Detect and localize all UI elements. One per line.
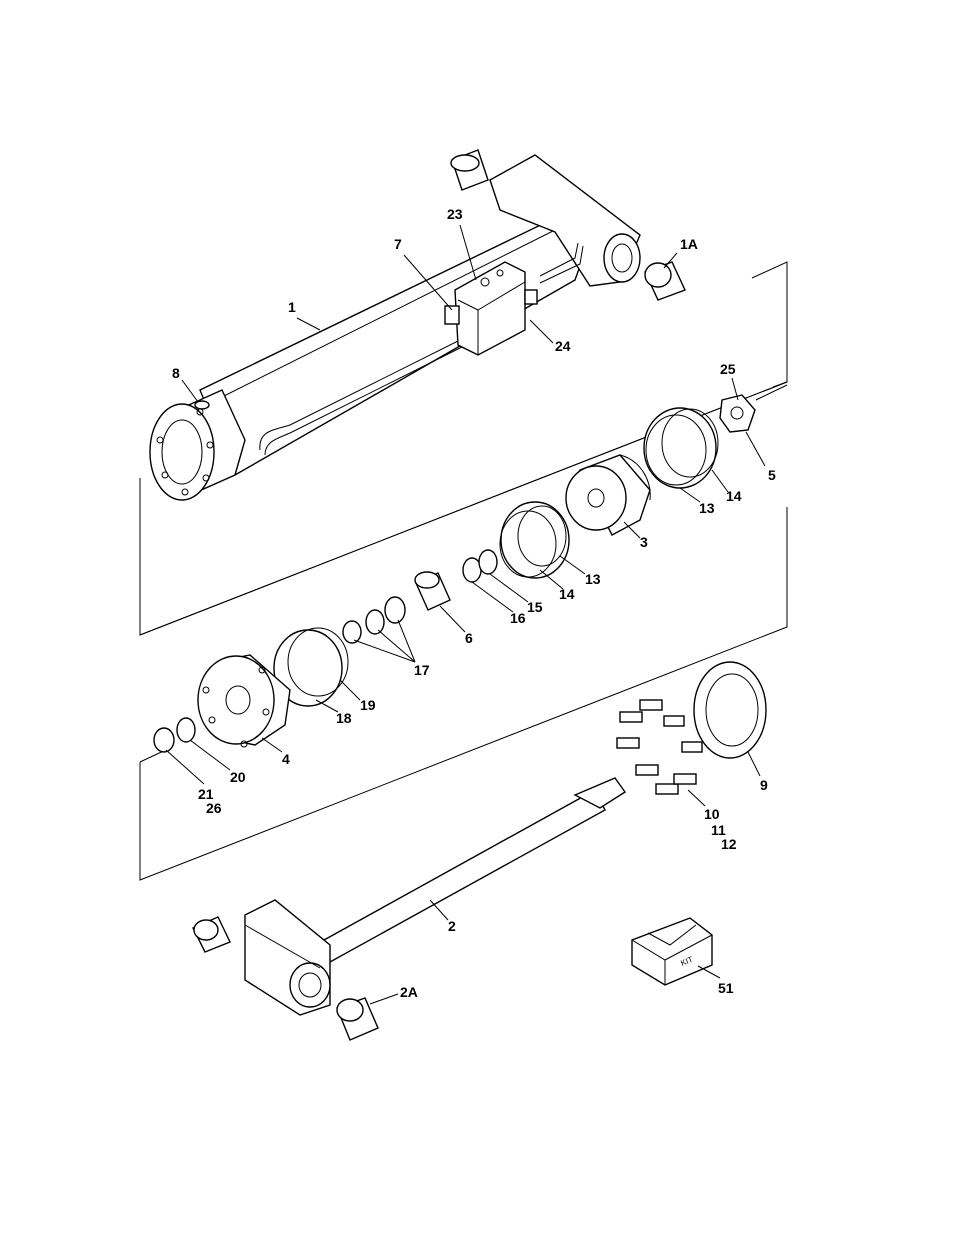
callout-9: 9 <box>760 777 768 793</box>
callout-24: 24 <box>555 338 571 354</box>
part-2-piston-rod <box>245 778 625 1015</box>
callout-5: 5 <box>768 467 776 483</box>
callout-2a: 2A <box>400 984 418 1000</box>
callout-23: 23 <box>447 206 463 222</box>
part-17-wear-rings <box>343 597 405 643</box>
part-3-piston <box>566 455 650 535</box>
callout-16: 16 <box>510 610 526 626</box>
part-13-14-rings-left <box>500 502 569 578</box>
callout-19: 19 <box>360 697 376 713</box>
callout-15: 15 <box>527 599 543 615</box>
callout-25: 25 <box>720 361 736 377</box>
callout-12: 12 <box>721 836 737 852</box>
callout-4: 4 <box>282 751 290 767</box>
part-13-14-rings-right <box>644 408 718 488</box>
callout-18: 18 <box>336 710 352 726</box>
callout-51: 51 <box>718 980 734 996</box>
callout-14b: 14 <box>559 586 575 602</box>
callout-2: 2 <box>448 918 456 934</box>
callout-13a: 13 <box>699 500 715 516</box>
part-5-25-nut <box>720 395 755 432</box>
part-20-21-seals <box>154 718 195 752</box>
part-1-cylinder-barrel <box>150 155 640 500</box>
callout-13b: 13 <box>585 571 601 587</box>
callout-7: 7 <box>394 236 402 252</box>
callout-6: 6 <box>465 630 473 646</box>
callout-14a: 14 <box>726 488 742 504</box>
callout-10: 10 <box>704 806 720 822</box>
callout-3: 3 <box>640 534 648 550</box>
part-10-bolts <box>617 700 702 794</box>
part-51-kit-box: KIT <box>632 918 712 985</box>
part-7-fitting <box>445 306 459 324</box>
part-9-gasket <box>694 662 766 758</box>
callout-1: 1 <box>288 299 296 315</box>
callout-26: 26 <box>206 800 222 816</box>
callout-1a: 1A <box>680 236 698 252</box>
callout-20: 20 <box>230 769 246 785</box>
callout-8: 8 <box>172 365 180 381</box>
part-15-16-o-rings <box>463 550 497 582</box>
part-6-spacer <box>415 572 450 610</box>
callout-17: 17 <box>414 662 430 678</box>
